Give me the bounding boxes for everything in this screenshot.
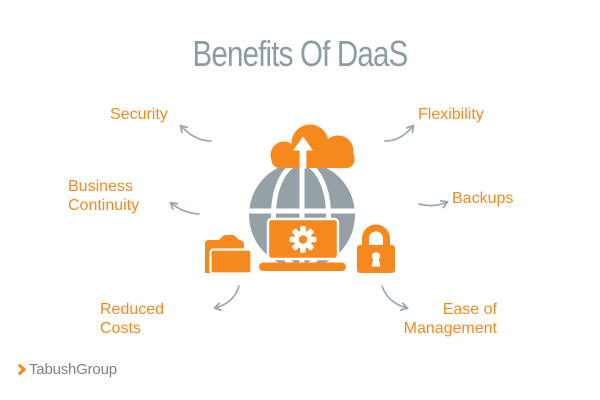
cloud-upload-icon (270, 124, 355, 169)
brand-logo: TabushGroup (17, 361, 117, 378)
curved-arrow-security (179, 124, 212, 142)
folder-icon (205, 235, 253, 275)
benefit-text: Reduced (100, 301, 165, 318)
benefit-text: Backups (452, 190, 514, 207)
padlock-icon (357, 224, 395, 273)
benefit-label-flexibility: Flexibility (418, 105, 484, 124)
benefit-label-business-continuity: Business Continuity (68, 177, 139, 215)
benefit-label-backups: Backups (452, 189, 513, 208)
benefit-text: Costs (100, 320, 141, 337)
benefit-text: Continuity (68, 197, 140, 214)
chevron-right-icon (17, 363, 26, 376)
benefit-text: Business (68, 178, 133, 195)
curved-arrow-business-continuity (169, 201, 200, 215)
curved-arrow-reduced-costs (213, 285, 240, 311)
curved-arrow-backups (418, 200, 449, 209)
brand-name: TabushGroup (29, 361, 117, 378)
benefit-label-ease-of-management: Ease of Management (404, 300, 497, 338)
benefit-text: Ease of (442, 301, 497, 318)
gear-icon (289, 226, 317, 253)
page-title: Benefits Of DaaS (192, 33, 409, 74)
benefit-label-reduced-costs: Reduced Costs (100, 300, 164, 338)
benefit-text: Flexibility (418, 106, 484, 123)
benefit-text: Management (403, 320, 497, 337)
curved-arrow-ease-of-management (381, 285, 409, 311)
benefit-label-security: Security (110, 105, 168, 124)
upload-arrow-icon (293, 136, 313, 169)
laptop-icon (259, 217, 346, 271)
curved-arrow-flexibility (384, 124, 415, 142)
benefit-text: Security (110, 106, 168, 123)
